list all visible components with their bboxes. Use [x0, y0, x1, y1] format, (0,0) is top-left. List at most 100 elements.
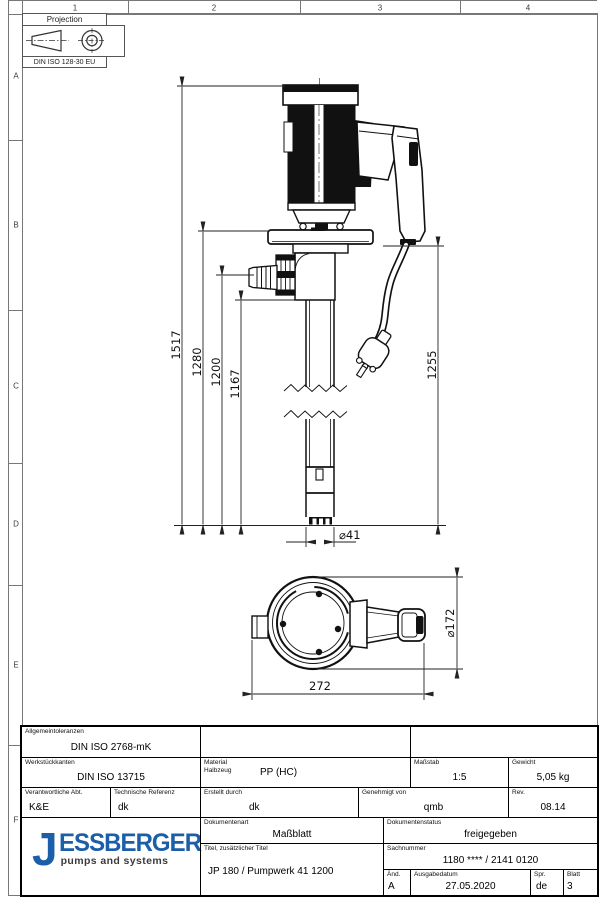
cell-blatt: Blatt 3 [563, 869, 597, 895]
cell-empty [410, 727, 597, 757]
row-divider [9, 140, 22, 141]
title-block: Allgemeintoleranzen DIN ISO 2768-mK Werk… [20, 725, 599, 897]
field-value: de [536, 881, 548, 892]
logo-tagline: pumps and systems [60, 855, 169, 867]
cell-logo: J ESSBERGER pumps and systems [22, 817, 202, 895]
dim-label-tube-diameter: ⌀41 [339, 528, 361, 542]
field-value: 1180 **** / 2141 0120 [442, 855, 539, 866]
screw-hole [279, 620, 287, 628]
row-divider [9, 310, 22, 311]
field-label: Änd. [387, 871, 401, 878]
field-label: Ausgabedatum [414, 871, 458, 878]
break-line [283, 409, 348, 419]
cell-gewicht: Gewicht 5,05 kg [508, 757, 597, 787]
field-value: DIN ISO 2768-mK [70, 742, 152, 753]
column-label: 3 [377, 3, 383, 13]
tube-foot [309, 517, 332, 525]
break-line [283, 383, 348, 393]
cell-verantwortliche-abt: Verantwortliche Abt. K&E [22, 787, 110, 817]
row-label: D [13, 519, 19, 529]
projection-symbol [22, 25, 125, 57]
screw-hole [315, 590, 323, 598]
field-value: 1:5 [452, 772, 467, 783]
field-value: qmb [423, 802, 444, 813]
field-label: Genehmigt von [362, 789, 407, 796]
cell-dokumentenart: Dokumentenart Maßblatt [200, 817, 383, 843]
cell-dokumentenstatus: Dokumentenstatus freigegeben [383, 817, 597, 843]
field-label: Spr. [534, 871, 546, 878]
cell-empty [200, 727, 410, 757]
row-divider [9, 463, 22, 464]
logo-initial: J [32, 823, 58, 875]
row-label: E [13, 660, 19, 670]
cell-massstab: Maßstab 1:5 [410, 757, 508, 787]
projection-standard: DIN ISO 128-30 EU [22, 56, 107, 68]
field-label: Werkstückkanten [25, 759, 75, 766]
handle-top-view [349, 599, 426, 649]
field-value: 5,05 kg [536, 772, 570, 783]
cell-aenderung: Änd. A [383, 869, 410, 895]
field-value: dk [249, 802, 260, 813]
column-label: 1 [72, 3, 78, 13]
front-dimension-labels: 1517 1280 1200 1167 1255 ⌀41 [169, 330, 439, 542]
hose-barb-outlet [248, 254, 296, 296]
row-label: C [13, 381, 19, 391]
dim-label-outlet-height: 1200 [209, 357, 223, 386]
field-value: JP 180 / Pumpwerk 41 1200 [208, 866, 334, 877]
bottom-dimension-labels: ⌀172 272 [309, 609, 457, 693]
field-value: DIN ISO 13715 [77, 772, 145, 783]
field-label: Material [204, 759, 228, 766]
cell-material: Material Halbzeug PP (HC) [200, 757, 410, 787]
suction-tube [283, 300, 348, 525]
front-view: 1517 1280 1200 1167 1255 ⌀41 [169, 76, 446, 547]
field-value: 27.05.2020 [445, 881, 496, 892]
field-label: Verantwortliche Abt. [25, 789, 83, 796]
power-cable [355, 241, 410, 379]
column-label: 2 [211, 3, 217, 13]
screw-hole [315, 648, 323, 656]
field-label: Dokumentenart [204, 819, 249, 826]
cell-werkstueckkanten: Werkstückkanten DIN ISO 13715 [22, 757, 200, 787]
field-value: Maßblatt [272, 829, 312, 840]
logo-name: ESSBERGER [58, 829, 202, 857]
field-label: Allgemeintoleranzen [25, 728, 84, 735]
field-value: 3 [567, 881, 573, 892]
motor [282, 84, 359, 231]
field-value: freigegeben [464, 829, 517, 840]
row-label: B [13, 220, 19, 230]
front-dimensions [174, 76, 446, 547]
dim-label-flange-diameter: ⌀172 [443, 609, 457, 638]
cell-rev: Rev. 08.14 [508, 787, 597, 817]
row-label: A [13, 71, 19, 81]
field-label: Gewicht [512, 759, 536, 766]
field-label: Titel, zusätzlicher Titel [204, 845, 268, 852]
handle-switch [409, 142, 418, 166]
column-label: 4 [525, 3, 531, 13]
jessberger-logo: J ESSBERGER pumps and systems [32, 823, 207, 875]
bottom-view: ⌀172 272 [242, 567, 463, 700]
field-label: Blatt [567, 871, 581, 878]
frame-column-band: 1 2 3 4 [8, 0, 597, 15]
pump-head [294, 252, 336, 301]
field-label: Erstellt durch [204, 789, 242, 796]
dim-label-total-height: 1517 [169, 330, 183, 359]
cell-sprache: Spr. de [530, 869, 563, 895]
column-divider [300, 1, 301, 14]
dim-label-flange-height: 1280 [190, 347, 204, 376]
field-value: dk [118, 802, 129, 813]
field-value: 08.14 [540, 802, 566, 813]
cell-allgemeintoleranzen: Allgemeintoleranzen DIN ISO 2768-mK [22, 727, 200, 757]
field-label: Maßstab [414, 759, 440, 766]
screw-hole [334, 625, 342, 633]
field-label: Sachnummer [387, 845, 426, 852]
dim-label-handle-height: 1255 [425, 350, 439, 379]
field-label: Rev. [512, 789, 525, 796]
field-value: PP (HC) [260, 767, 298, 778]
drum-flange [267, 227, 374, 254]
row-label: F [13, 815, 19, 825]
column-divider [128, 1, 129, 14]
first-angle-projection-icon [26, 28, 106, 53]
cell-technische-referenz: Technische Referenz dk [110, 787, 200, 817]
row-divider [9, 745, 22, 746]
